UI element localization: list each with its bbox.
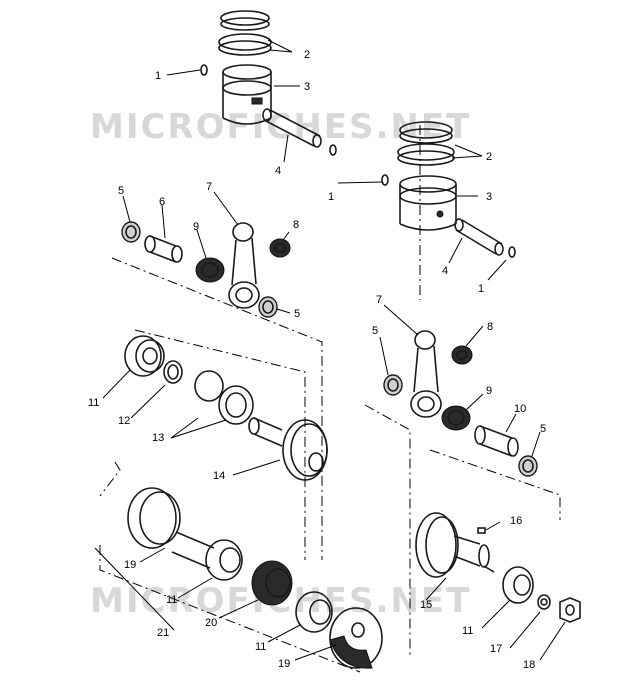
callout-4: 4 (442, 265, 448, 277)
thrust-washer-left-2 (258, 296, 278, 318)
needle-bearing-right-small (451, 345, 473, 365)
piston-upper-right (399, 175, 457, 231)
callout-9: 9 (193, 221, 199, 233)
callout-8: 8 (293, 219, 299, 231)
callout-2: 2 (304, 49, 310, 61)
callout-13: 13 (152, 432, 164, 444)
key-16 (477, 527, 486, 534)
wrist-pin-upper-left (262, 108, 337, 156)
callout-6: 6 (159, 196, 165, 208)
callout-5: 5 (540, 423, 546, 435)
callout-3: 3 (486, 191, 492, 203)
clip-upper-left (200, 64, 208, 76)
callout-8: 8 (487, 321, 493, 333)
callout-20: 20 (205, 617, 217, 629)
thrust-washer-left-1 (121, 221, 141, 243)
bearing-13 (194, 370, 254, 425)
callout-5: 5 (118, 185, 124, 197)
needle-bearing-left (195, 257, 225, 283)
callout-12: 12 (118, 415, 130, 427)
callout-16: 16 (510, 515, 522, 527)
callout-14: 14 (213, 470, 225, 482)
callout-7: 7 (376, 294, 382, 306)
connecting-rod-right (410, 330, 442, 418)
crank-half-19-lower (329, 607, 383, 669)
callout-18: 18 (523, 659, 535, 671)
callout-11: 11 (462, 625, 473, 637)
crank-half-15 (415, 512, 495, 578)
callout-labels: 1 2 3 4 2 1 3 4 1 5 6 7 9 8 5 7 5 8 9 10… (88, 49, 546, 671)
piston-rings-upper-left (218, 10, 272, 56)
callout-5: 5 (294, 308, 300, 320)
callout-11: 11 (255, 641, 266, 653)
crank-half-19-upper (127, 487, 215, 569)
callout-7: 7 (206, 181, 212, 193)
needle-bearing-left-small (269, 238, 291, 258)
callout-9: 9 (486, 385, 492, 397)
main-bearing-upper (124, 335, 165, 377)
clip-upper-right (381, 174, 516, 258)
spacer-left (144, 235, 183, 263)
spacer-right (474, 425, 519, 457)
leader-lines (94, 39, 566, 661)
callout-21: 21 (157, 627, 169, 639)
callout-5: 5 (372, 325, 378, 337)
crank-half-14 (248, 417, 328, 481)
watermark-top: MICROFICHES.NET (90, 107, 471, 147)
bearing-11-lower (205, 539, 243, 581)
callout-11: 11 (88, 397, 99, 409)
callout-3: 3 (304, 81, 310, 93)
seal-12 (163, 360, 183, 384)
callout-1: 1 (478, 283, 484, 295)
callout-1: 1 (155, 70, 161, 82)
bearing-11-right (502, 566, 534, 604)
needle-bearing-right (441, 405, 471, 431)
labyrinth-seal-20 (251, 560, 293, 606)
bearing-11-bottom (295, 591, 333, 633)
nut-18 (559, 597, 581, 623)
wrist-pin-upper-right (454, 218, 504, 256)
callout-10: 10 (514, 403, 526, 415)
thrust-washer-right-2 (518, 455, 538, 477)
connecting-rod-left (228, 222, 260, 309)
callout-19: 19 (278, 658, 290, 670)
callout-15: 15 (420, 599, 432, 611)
callout-1: 1 (328, 191, 334, 203)
callout-11: 11 (166, 594, 177, 606)
callout-2: 2 (486, 151, 492, 163)
thrust-washer-right-1 (383, 374, 403, 396)
callout-19: 19 (124, 559, 136, 571)
callout-4: 4 (275, 165, 281, 177)
callout-17: 17 (490, 643, 502, 655)
washer-17 (537, 594, 551, 610)
